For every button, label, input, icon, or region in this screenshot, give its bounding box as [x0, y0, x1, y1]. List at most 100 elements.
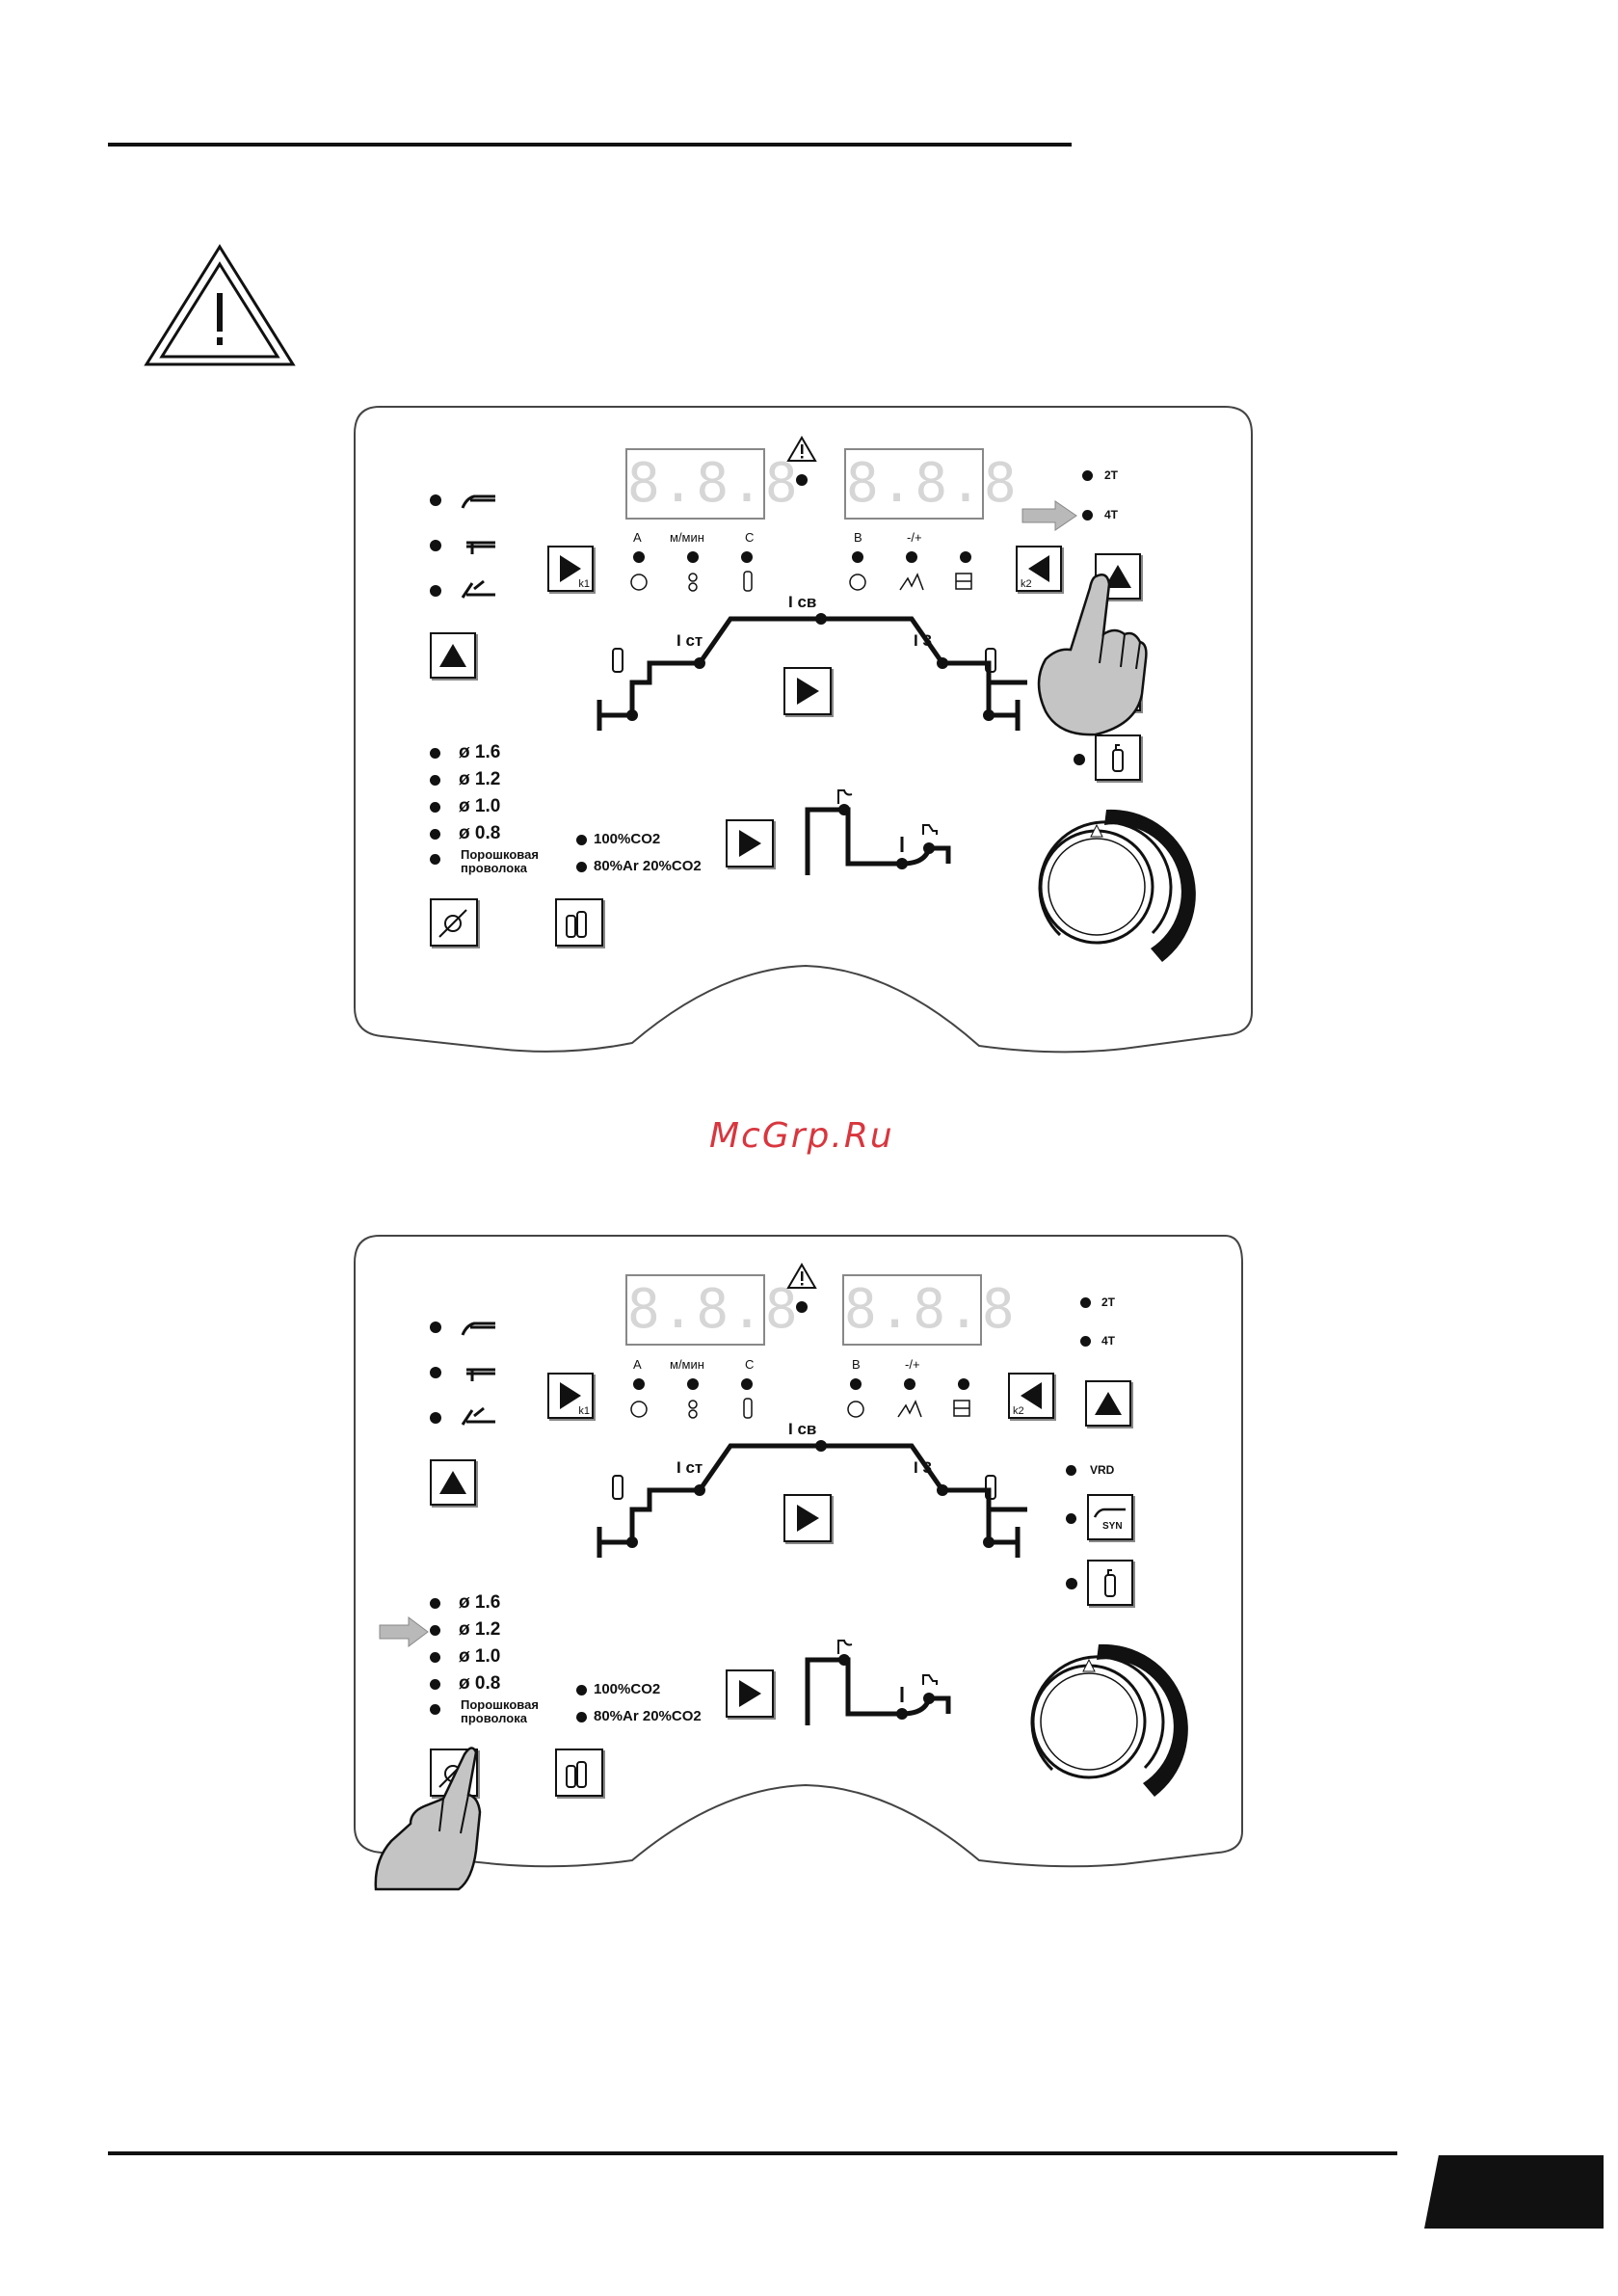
syn-led [1066, 1513, 1076, 1524]
param-speed-label: м/мин [670, 530, 704, 545]
mode-4t-label: 4T [1101, 1334, 1115, 1348]
gas-bottles-icon [557, 1750, 601, 1795]
gas-test-led [1066, 1578, 1077, 1589]
gas-led-1 [576, 835, 587, 845]
mode-2t-led [1082, 470, 1093, 481]
wire-led-4 [430, 1679, 440, 1690]
gas-test-button[interactable] [1087, 1560, 1133, 1606]
warning-led [796, 1301, 808, 1313]
gas-bottles-icon [557, 900, 601, 945]
gray-arrow-icon [380, 1617, 428, 1646]
process-led-2 [430, 1367, 441, 1378]
up-icon [432, 634, 474, 677]
led-speed [687, 1378, 699, 1390]
k1-button[interactable]: k1 [547, 546, 594, 592]
param-c-label: С [745, 1357, 754, 1372]
left-display: 8.8.8 [625, 448, 765, 520]
gas-select-button[interactable] [555, 898, 603, 947]
curve-label-i-end: I 3 [914, 631, 932, 651]
gas-ar-co2: 80%Ar 20%CO2 [594, 858, 702, 874]
vrd-led [1066, 1465, 1076, 1476]
header-rule [108, 143, 1072, 147]
torch-icon [461, 1314, 499, 1429]
led-a [633, 1378, 645, 1390]
play-icon [728, 1671, 772, 1716]
k2-button[interactable]: k2 [1008, 1373, 1054, 1419]
wire-feed-icon [432, 900, 476, 945]
warning-small-icon [786, 436, 817, 463]
led-polarity [904, 1378, 915, 1390]
process-led-3 [430, 1412, 441, 1424]
knob-icon[interactable] [1018, 808, 1181, 972]
mode-2t-label: 2T [1104, 468, 1118, 482]
warning-small-icon [786, 1263, 817, 1290]
footer-rule [108, 2151, 1397, 2155]
param-v-label: В [852, 1357, 861, 1372]
process-up-button[interactable] [430, 1459, 476, 1506]
led-v [850, 1378, 862, 1390]
k2-label: k2 [1013, 1405, 1024, 1417]
wire-led-5 [430, 854, 440, 865]
knob-icon[interactable] [1010, 1642, 1174, 1806]
gas-led-2 [576, 862, 587, 872]
flux-wire-line-2: проволока [461, 862, 527, 874]
up-icon [1087, 1382, 1129, 1425]
led-inductance [958, 1378, 969, 1390]
process-led-1 [430, 494, 441, 506]
control-panel-2: 8.8.8 8.8.8 k1 A м/мин С В -/+ [353, 1234, 1254, 1889]
k1-label: k1 [578, 578, 590, 590]
wire-1-6: ø 1.6 [459, 1592, 500, 1614]
param-a-label: A [633, 530, 642, 545]
mode-4t-led [1082, 510, 1093, 521]
gas-select-button[interactable] [555, 1749, 603, 1797]
torch-icon [461, 487, 499, 602]
mode-up-button[interactable] [1085, 1380, 1131, 1427]
wire-select-button[interactable] [430, 898, 478, 947]
process-led-1 [430, 1322, 441, 1333]
k1-button[interactable]: k1 [547, 1373, 594, 1419]
param-speed-label: м/мин [670, 1357, 704, 1372]
led-c [741, 551, 753, 563]
curve-next-button[interactable] [783, 1494, 832, 1542]
gray-arrow-icon [1022, 501, 1076, 530]
right-display: 8.8.8 [842, 1274, 982, 1346]
flux-wire-line-1: Порошковая [461, 1698, 539, 1711]
mig-next-button[interactable] [726, 819, 774, 868]
mig-cycle-curve [802, 1621, 995, 1737]
warning-triangle-icon [143, 243, 297, 368]
param-polarity-label: -/+ [907, 530, 922, 545]
gas-ar-co2: 80%Ar 20%CO2 [594, 1708, 702, 1724]
process-up-button[interactable] [430, 632, 476, 679]
wire-1-0: ø 1.0 [459, 796, 500, 817]
curve-next-button[interactable] [783, 667, 832, 715]
wire-led-5 [430, 1704, 440, 1715]
process-led-2 [430, 540, 441, 551]
gas-bottle-icon [1089, 1562, 1131, 1604]
play-icon [728, 821, 772, 866]
k1-label: k1 [578, 1405, 590, 1417]
wire-1-2: ø 1.2 [459, 1619, 500, 1641]
led-speed [687, 551, 699, 563]
gas-co2: 100%CO2 [594, 1681, 660, 1697]
led-polarity [906, 551, 917, 563]
curve-label-i-start: I ст [676, 631, 703, 651]
gas-test-led [1074, 754, 1085, 765]
flux-wire-line-1: Порошковая [461, 848, 539, 861]
process-led-3 [430, 585, 441, 597]
flux-wire-line-2: проволока [461, 1712, 527, 1724]
torch-icon [1089, 1496, 1131, 1538]
right-display-value: 8.8.8 [844, 1276, 980, 1344]
syn-button[interactable]: SYN [1087, 1494, 1133, 1540]
wire-0-8: ø 0.8 [459, 1673, 500, 1695]
left-display-value: 8.8.8 [627, 1276, 763, 1344]
vrd-label: VRD [1090, 1463, 1114, 1477]
gas-co2: 100%CO2 [594, 831, 660, 847]
wire-1-0: ø 1.0 [459, 1646, 500, 1668]
wire-led-3 [430, 1652, 440, 1663]
curve-label-i-start: I ст [676, 1458, 703, 1478]
param-c-label: С [745, 530, 754, 545]
right-display-value: 8.8.8 [846, 450, 982, 518]
left-display-value: 8.8.8 [627, 450, 763, 518]
mig-next-button[interactable] [726, 1669, 774, 1718]
gas-test-button[interactable] [1095, 734, 1141, 781]
